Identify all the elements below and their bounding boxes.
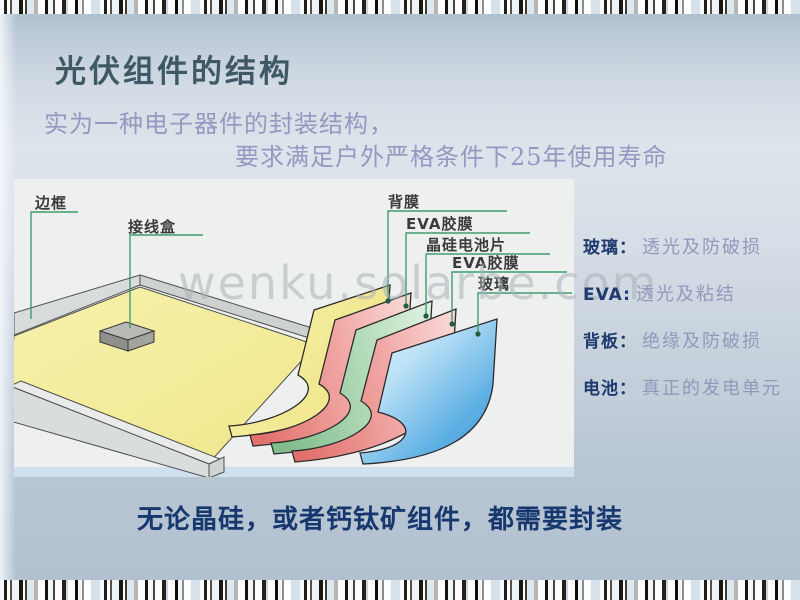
junction-box — [98, 321, 156, 352]
annotation-backsheet-desc: 绝缘及防破损 — [642, 331, 762, 352]
annotation-cell-term: 电池： — [583, 379, 637, 399]
annotation-eva: EVA:透光及粘结 — [583, 280, 736, 306]
annotation-cell: 电池：真正的发电单元 — [583, 374, 782, 400]
module-structure-diagram: 边框 接线盒 背膜 EVA胶膜 晶硅电池片 EVA胶膜 玻璃 — [14, 179, 574, 477]
barcode-strip-top — [0, 0, 800, 14]
subtitle-line-2: 要求满足户外严格条件下25年使用寿命 — [235, 143, 668, 171]
frame-label: 边框 — [34, 194, 67, 212]
subtitle-line-1: 实为一种电子器件的封装结构， — [44, 110, 394, 138]
layer-label-eva-front: EVA胶膜 — [452, 254, 519, 272]
bottom-statement: 无论晶硅，或者钙钛矿组件，都需要封装 — [136, 505, 623, 535]
layer-label-backsheet: 背膜 — [388, 193, 420, 211]
annotation-glass-desc: 透光及防破损 — [642, 237, 762, 258]
annotation-eva-term: EVA: — [583, 285, 631, 305]
annotation-glass: 玻璃：透光及防破损 — [583, 233, 762, 259]
leader-lines — [30, 210, 572, 334]
annotation-cell-desc: 真正的发电单元 — [642, 378, 782, 399]
slide-title: 光伏组件的结构 — [55, 54, 293, 90]
sheet-glass — [359, 318, 498, 465]
annotation-backsheet: 背板：绝缘及防破损 — [583, 327, 762, 353]
junction-box-label: 接线盒 — [128, 218, 176, 236]
annotation-eva-desc: 透光及粘结 — [635, 284, 736, 305]
panel-bottom-strip — [14, 467, 574, 477]
leader-dots — [385, 298, 481, 337]
layer-label-glass: 玻璃 — [478, 275, 510, 293]
annotation-glass-term: 玻璃： — [583, 238, 637, 258]
module-frame — [14, 274, 323, 477]
barcode-strip-bottom — [0, 580, 800, 600]
layer-label-eva-rear: EVA胶膜 — [406, 215, 473, 233]
annotation-backsheet-term: 背板： — [583, 332, 637, 352]
layer-label-cell: 晶硅电池片 — [426, 236, 506, 254]
